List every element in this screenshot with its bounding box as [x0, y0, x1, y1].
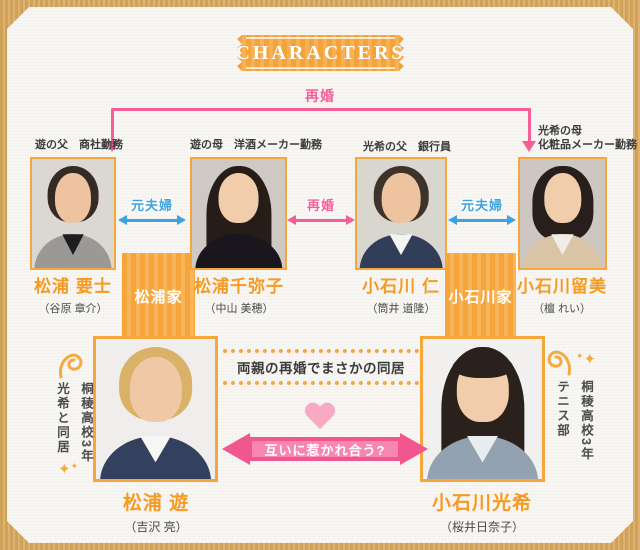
relation-label: 再婚 — [306, 198, 335, 213]
child-actor: （桜井日奈子） — [439, 520, 524, 534]
family-banner-matsuura: 松浦家 — [122, 253, 195, 342]
sparkle-icon: ✦✦ — [576, 352, 596, 368]
attraction-label: 互いに惹かれ合う? — [264, 442, 386, 458]
sparkle-glyph: ✦ — [576, 351, 584, 361]
family-banner-koishikawa: 小石川家 — [445, 253, 516, 342]
child-name: 小石川光希 — [431, 493, 532, 514]
parent-name: 小石川留美 — [517, 277, 607, 296]
vertical-note-extra: テニス部 — [555, 380, 569, 438]
vertical-note-school: 桐稜高校3年 — [579, 380, 593, 462]
double-arrow-icon — [448, 215, 516, 227]
family-name-label: 松浦家 — [134, 289, 183, 306]
parent-role-line2: 化粧品メーカー勤務 — [538, 139, 637, 151]
family-name-label: 小石川家 — [448, 289, 513, 306]
face-shape — [543, 173, 582, 224]
parent-name-block: 小石川留美 （檀 れい） — [487, 272, 637, 316]
double-arrow-icon — [287, 215, 355, 227]
side-note-left: 桐稜高校3年 光希と同居 — [48, 382, 96, 463]
dotted-divider-bottom — [223, 381, 419, 385]
parent-name: 松浦 要士 — [34, 277, 112, 296]
clothes-shape — [99, 435, 212, 479]
clothes-shape — [34, 234, 112, 268]
parent-role-line1: 光希の母 — [538, 125, 582, 137]
parent-actor: （谷原 章介） — [38, 303, 108, 315]
parent-role-label: 遊の父 商社勤務 — [35, 139, 123, 151]
double-arrow-icon — [118, 215, 186, 227]
vertical-note-extra: 光希と同居 — [55, 382, 69, 455]
curl-icon — [547, 350, 571, 376]
parent-actor: （筒井 道隆） — [366, 303, 436, 315]
top-remarriage-label: 再婚 — [305, 88, 335, 104]
face-shape — [54, 173, 92, 224]
side-note-right: 桐稜高校3年 テニス部 — [548, 380, 596, 461]
child-photo-koishikawa-mitsuki — [420, 336, 545, 482]
child-name: 松浦 遊 — [122, 493, 190, 514]
remarriage-arrowhead-left-icon — [105, 141, 119, 152]
parent-role-label: 遊の母 洋酒メーカー勤務 — [190, 139, 322, 151]
sparkle-icon: ✦✦ — [58, 462, 78, 478]
parent-name-block: 松浦 要士 （谷原 章介） — [0, 272, 148, 316]
parent-photo-matsuura-chiyako — [190, 157, 287, 270]
remarriage-arrowhead-right-icon — [522, 141, 536, 152]
relation-label: 元夫婦 — [460, 198, 503, 213]
parent-name-block: 小石川 仁 （筒井 道隆） — [326, 272, 476, 316]
remarriage-line-right-drop — [528, 108, 531, 142]
parent-actor: （檀 れい） — [532, 303, 592, 315]
relation-label: 元夫婦 — [130, 198, 173, 213]
parent-actor: （中山 美穂） — [204, 303, 274, 315]
cohabit-note: 両親の再婚でまさかの同居 — [237, 361, 405, 376]
face-shape — [452, 354, 513, 422]
face-shape — [218, 173, 259, 224]
attraction-arrow-band: 互いに惹かれ合う? — [252, 441, 398, 458]
clothes-shape — [359, 234, 443, 268]
child-name-block: 松浦 遊 （吉沢 亮） — [81, 488, 231, 535]
child-photo-matsuura-yu — [93, 336, 218, 482]
remarriage-line-horizontal — [111, 108, 531, 111]
parent-photo-koishikawa-jin — [355, 157, 447, 270]
sparkle-glyph: ✦ — [583, 351, 597, 368]
sparkle-glyph: ✦ — [58, 461, 71, 478]
sparkle-glyph: ✦ — [70, 461, 79, 471]
characters-ribbon: CHARACTERS — [237, 35, 404, 71]
curl-icon — [59, 353, 83, 379]
parent-role-label: 光希の母 化粧品メーカー勤務 — [538, 124, 637, 152]
parent-photo-koishikawa-rumi — [518, 157, 607, 270]
vertical-note-school: 桐稜高校3年 — [79, 382, 93, 464]
attraction-arrow: 互いに惹かれ合う? — [222, 433, 428, 465]
relation-remarriage-center: 再婚 — [287, 195, 355, 227]
face-shape — [381, 173, 421, 224]
relation-ex-couple-left: 元夫婦 — [118, 195, 186, 227]
parent-name: 小石川 仁 — [362, 277, 440, 296]
clothes-shape — [522, 234, 603, 268]
child-actor: （吉沢 亮） — [124, 520, 188, 534]
remarriage-line-left-drop — [111, 108, 114, 142]
parent-photo-matsuura-yoji — [30, 157, 116, 270]
relation-ex-couple-right: 元夫婦 — [448, 195, 516, 227]
parent-name: 松浦千弥子 — [194, 277, 284, 296]
face-shape — [129, 357, 182, 422]
heart-icon — [304, 403, 336, 432]
parent-name-block: 松浦千弥子 （中山 美穂） — [164, 272, 314, 316]
page-title: CHARACTERS — [235, 41, 406, 64]
dotted-divider-top — [223, 349, 419, 353]
child-name-block: 小石川光希 （桜井日奈子） — [407, 488, 557, 535]
parent-role-label: 光希の父 銀行員 — [363, 141, 451, 153]
